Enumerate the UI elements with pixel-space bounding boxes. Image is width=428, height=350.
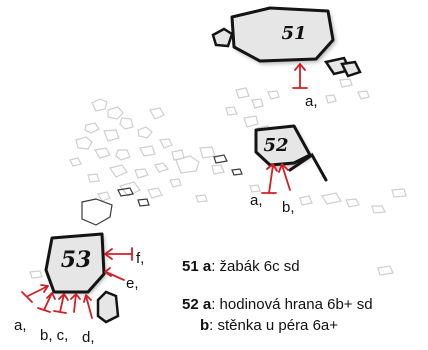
arrow-53-c	[53, 293, 69, 314]
boulder-52: 52	[254, 124, 328, 182]
boulder-52-ridge	[288, 152, 328, 182]
arrow-52-b	[278, 163, 291, 191]
boulder-53-outline	[44, 232, 106, 294]
background-scraps	[81, 154, 243, 226]
boulder-51-number: 51	[281, 23, 306, 44]
label-52-b: b,	[282, 199, 295, 216]
legend-key-51a: a	[202, 258, 212, 275]
label-53-d: d,	[82, 329, 95, 346]
arrow-51-a	[292, 63, 308, 89]
boulder-53-side-rock	[96, 290, 120, 324]
boulder-53: 53	[44, 232, 120, 324]
problem-arrows	[21, 63, 308, 319]
arrow-53-c2	[70, 293, 81, 313]
legend-text-51a: : žabák 6c sd	[211, 258, 300, 275]
legend-row-52a: 52 a: hodinová hrana 6b+ sd	[182, 296, 373, 313]
legend-text-52b: : stěnka u péra 6a+	[209, 317, 339, 334]
legend-key-52b: b	[200, 317, 210, 334]
background-rocks	[29, 78, 407, 279]
label-53-f: f,	[136, 250, 144, 267]
boulder-51-side-rock	[211, 27, 234, 48]
legend-key-52a: a	[202, 296, 212, 313]
label-53-e: e,	[126, 275, 139, 292]
boulder-53-number: 53	[61, 247, 92, 273]
boulder-51: 51	[211, 6, 362, 78]
label-51-a: a,	[305, 93, 318, 110]
arrow-53-d	[83, 294, 93, 319]
label-52-a: a,	[250, 192, 263, 209]
label-53-a: a,	[14, 317, 27, 334]
legend-boulder-52: 52	[182, 296, 199, 313]
legend-text-52a: : hodinová hrana 6b+ sd	[211, 296, 373, 313]
arrow-52-a	[261, 163, 278, 194]
legend-row-51a: 51 a: žabák 6c sd	[182, 258, 300, 275]
arrow-labels: a, a, b, a, b, c, d, e, f,	[14, 93, 318, 346]
legend-row-52b: b: stěnka u péra 6a+	[200, 317, 338, 334]
arrow-53-e	[104, 267, 125, 281]
boulder-51-outline	[230, 6, 335, 63]
boulder-52-number: 52	[263, 135, 288, 156]
boulder-51-side-rock-3	[340, 60, 362, 78]
boulder-52-outline	[254, 124, 312, 167]
arrow-53-f	[104, 247, 133, 261]
arrow-53-a	[21, 284, 49, 303]
arrow-53-b	[37, 292, 56, 313]
legend-boulder-51: 51	[182, 258, 199, 275]
label-53-bc: b, c,	[40, 327, 68, 344]
